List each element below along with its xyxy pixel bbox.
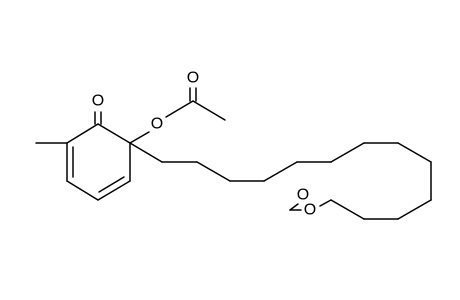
ketone-oxygen-label: O [92, 93, 104, 110]
ester-oxygen-label: O [151, 116, 163, 133]
bond-ring-c6-c1 [66, 123, 99, 144]
bond-ring-c3-c4-double [98, 176, 125, 193]
bond-chain-13 [330, 199, 365, 220]
bond-chain-3 [196, 161, 231, 182]
bond-formyl-carbonyl-double [289, 203, 299, 211]
bond-chain-7 [330, 142, 365, 163]
bond-chain-11 [397, 199, 432, 220]
bond-chain-9 [397, 142, 432, 163]
bond-ring-c1-c2 [97, 123, 131, 144]
acetate-group: O O [129, 70, 226, 144]
bond-chain-5 [263, 161, 298, 182]
bond-ring-c4-c5 [66, 180, 99, 201]
bond-acetyl-methyl [192, 100, 226, 121]
bond-chain-1 [129, 142, 163, 163]
lactone-group: O O [289, 187, 316, 219]
carbonyl-oxygen-label: O [187, 70, 199, 87]
ring-carbonyl-oxygen-label: O [297, 187, 309, 204]
ring-ester-oxygen-label: O [304, 202, 316, 219]
alkyl-chain [129, 142, 432, 220]
bond-ring-c3-c4 [97, 180, 131, 201]
ketone-group: O [92, 93, 104, 125]
cyclohexadienone-ring [66, 123, 131, 201]
bond-chain-to-ring-oxygen [319, 199, 332, 207]
bond-quaternary-to-ester-oxygen [129, 131, 150, 144]
bond-ester-oxygen-to-carbonyl [165, 100, 194, 118]
